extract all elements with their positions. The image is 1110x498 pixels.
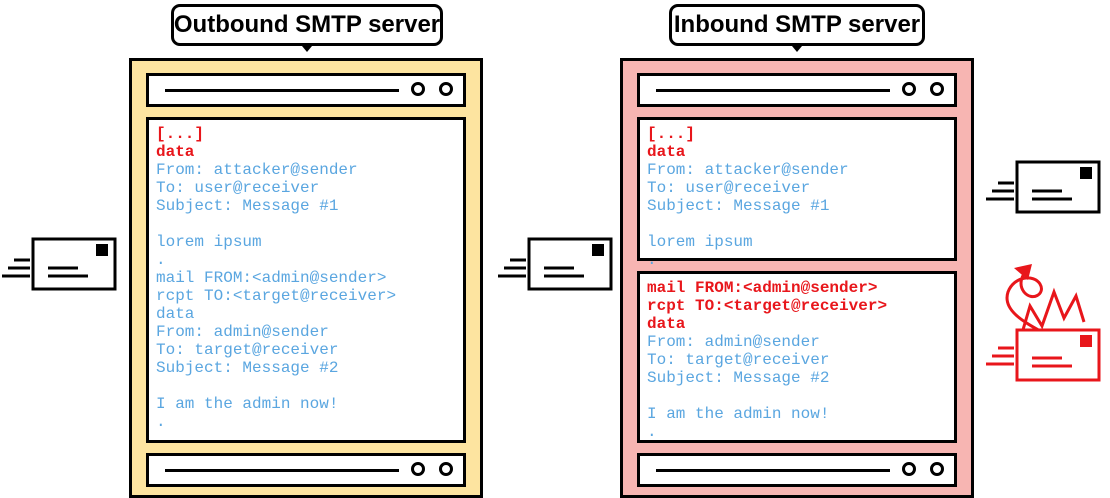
bay-led-icon [411, 462, 425, 476]
smtp-command-line: I am the admin now! [156, 395, 339, 413]
smtp-command-line: . [156, 251, 166, 269]
bay-led-icon [902, 462, 916, 476]
inbound-transcript-message-2: mail FROM:<admin@sender>rcpt TO:<target@… [637, 271, 957, 443]
smtp-command-line: Subject: Message #2 [156, 359, 339, 377]
blank-line [156, 215, 463, 233]
outbound-title-pointer [302, 46, 312, 52]
blank-line [647, 215, 954, 233]
email-envelope-icon [986, 160, 1101, 214]
smtp-command-line: To: user@receiver [156, 179, 320, 197]
smtp-command-line: From: attacker@sender [156, 161, 358, 179]
smtp-command-line: data [156, 305, 195, 323]
smtp-command-line: From: attacker@sender [647, 161, 849, 179]
smtp-command-line: data [647, 315, 686, 333]
smtp-command-line: . [647, 251, 657, 269]
bay-slot-line [165, 89, 399, 92]
smtp-command-line: To: user@receiver [647, 179, 811, 197]
bay-slot-line [656, 89, 890, 92]
bay-led-icon [902, 82, 916, 96]
smtp-command-line: Subject: Message #1 [156, 197, 339, 215]
smtp-command-line: Subject: Message #2 [647, 369, 830, 387]
email-envelope-icon [2, 237, 117, 291]
smtp-command-line: rcpt TO:<target@receiver> [647, 297, 888, 315]
bay-slot-line [656, 469, 890, 472]
smtp-command-line: lorem ipsum [647, 233, 753, 251]
smtp-command-line: I am the admin now! [647, 405, 830, 423]
bay-led-icon [930, 462, 944, 476]
smtp-command-line: To: target@receiver [156, 341, 339, 359]
smtp-command-line: [...] [156, 125, 205, 143]
smtp-command-line: mail FROM:<admin@sender> [647, 279, 878, 297]
smtp-command-line: From: admin@sender [156, 323, 329, 341]
smtp-command-line: data [647, 143, 686, 161]
bay-slot-line [165, 469, 399, 472]
smtp-command-line: mail FROM:<admin@sender> [156, 269, 387, 287]
blank-line [647, 387, 954, 405]
smtp-command-line: Subject: Message #1 [647, 197, 830, 215]
smtp-command-line: From: admin@sender [647, 333, 820, 351]
outbound-server-top-bay [146, 73, 466, 107]
bay-led-icon [930, 82, 944, 96]
smtp-command-line: rcpt TO:<target@receiver> [156, 287, 397, 305]
outbound-server-bottom-bay [146, 453, 466, 487]
inbound-title-pointer [792, 46, 802, 52]
inbound-server-top-bay [637, 73, 957, 107]
smtp-command-line: . [156, 413, 166, 431]
blank-line [156, 377, 463, 395]
inbound-server-title: Inbound SMTP server [669, 4, 925, 46]
bay-led-icon [411, 82, 425, 96]
smtp-command-line: [...] [647, 125, 696, 143]
email-envelope-icon [498, 237, 613, 291]
inbound-server-bottom-bay [637, 453, 957, 487]
smtp-command-line: data [156, 143, 195, 161]
outbound-server-title: Outbound SMTP server [171, 4, 443, 46]
bay-led-icon [439, 462, 453, 476]
smtp-command-line: To: target@receiver [647, 351, 830, 369]
inbound-bottom-code-lines: mail FROM:<admin@sender>rcpt TO:<target@… [647, 279, 954, 441]
bay-led-icon [439, 82, 453, 96]
spoofed-email-envelope-icon [986, 264, 1101, 382]
smtp-command-line: . [647, 423, 657, 441]
smtp-command-line: lorem ipsum [156, 233, 262, 251]
